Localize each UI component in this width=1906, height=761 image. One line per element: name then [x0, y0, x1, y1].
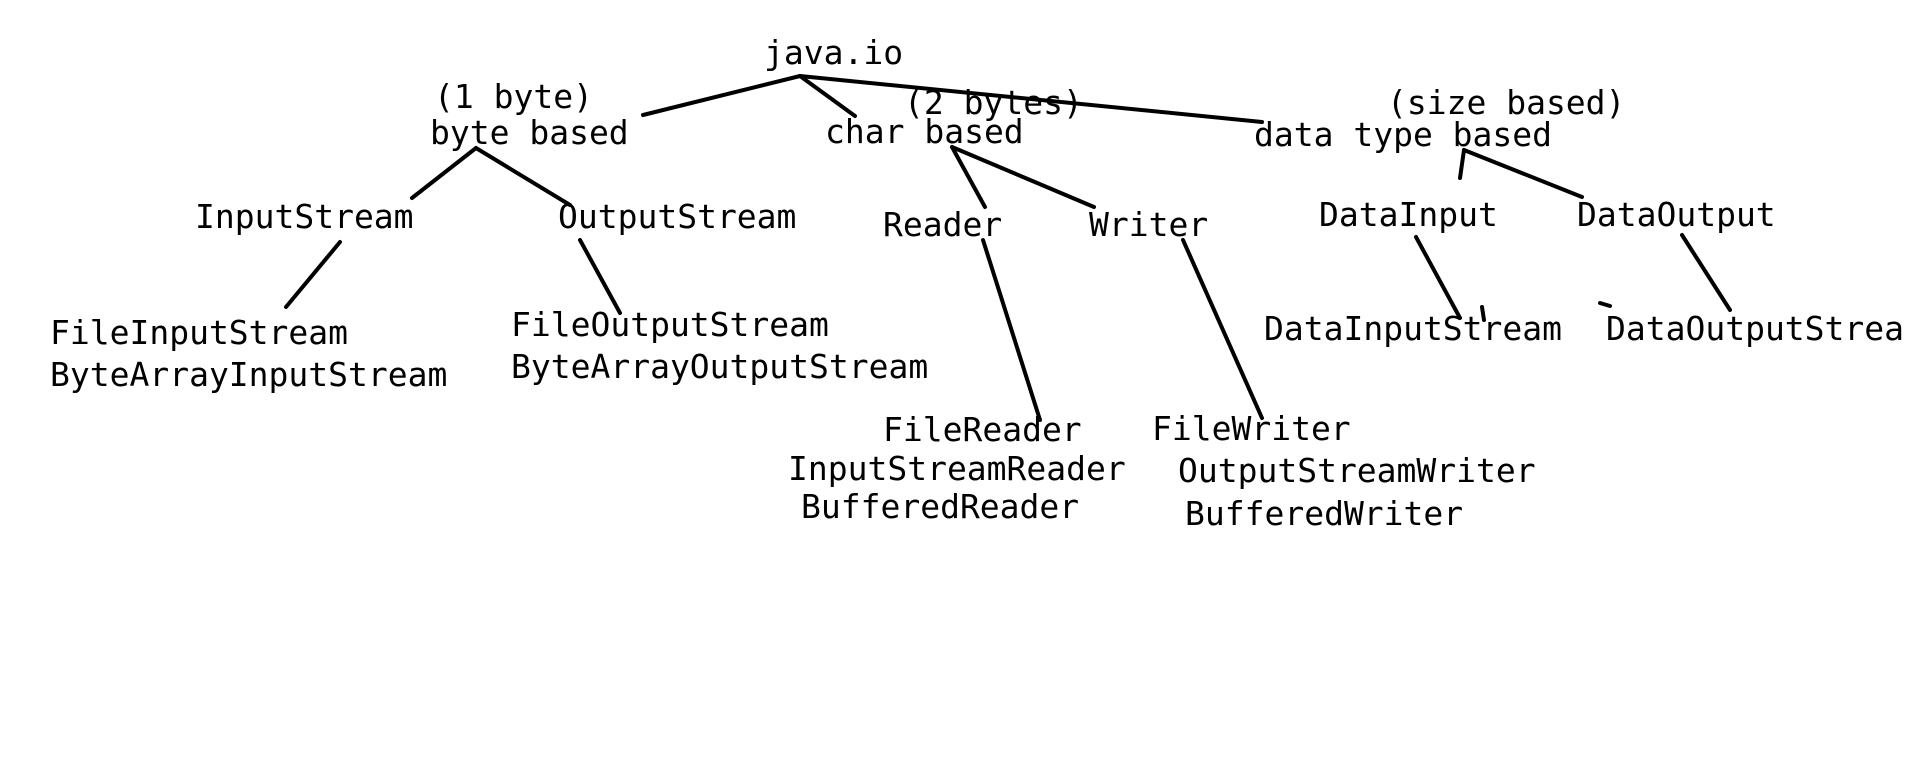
- class-bytearrayinputstream: ByteArrayInputStream: [50, 355, 448, 394]
- class-dataoutputstream: DataOutputStrea: [1606, 309, 1905, 348]
- byte-based-note: (1 byte): [434, 77, 593, 116]
- edge-char-writer: [950, 145, 1096, 209]
- edge-inputstream-classes: [284, 240, 342, 309]
- stray-mark-2: [1598, 301, 1612, 308]
- class-inputstreamreader: InputStreamReader: [788, 449, 1126, 488]
- edge-char-reader: [950, 145, 987, 209]
- class-fileinputstream: FileInputStream: [50, 313, 349, 352]
- dataoutput-label: DataOutput: [1577, 195, 1776, 234]
- class-outputstreamwriter: OutputStreamWriter: [1178, 451, 1536, 490]
- edge-root-data: [798, 74, 1264, 124]
- char-based-label: char based: [825, 112, 1024, 151]
- class-filereader: FileReader: [883, 410, 1082, 449]
- char-based-note: (2 bytes): [904, 83, 1083, 122]
- edge-writer-classes: [1181, 238, 1264, 420]
- datainput-label: DataInput: [1319, 195, 1498, 234]
- data-type-based-label: data type based: [1254, 115, 1553, 154]
- edge-dataoutput-class: [1680, 233, 1732, 312]
- class-filewriter: FileWriter: [1152, 409, 1351, 448]
- data-type-based-note: (size based): [1387, 83, 1626, 122]
- edge-root-byte: [641, 74, 802, 117]
- byte-based-label: byte based: [430, 113, 629, 152]
- class-bufferedwriter: BufferedWriter: [1185, 494, 1464, 533]
- inputstream-label: InputStream: [195, 197, 414, 236]
- edge-root-char: [798, 74, 857, 118]
- edge-datainput-class: [1414, 235, 1462, 320]
- edge-byte-inputstream: [410, 146, 478, 200]
- class-bufferedreader: BufferedReader: [801, 487, 1080, 526]
- edge-data-dataoutput: [1462, 148, 1584, 199]
- edge-outputstream-classes: [578, 238, 622, 315]
- edge-reader-classes: [981, 238, 1042, 422]
- stray-mark-1: [1480, 305, 1486, 322]
- writer-label: Writer: [1089, 205, 1209, 244]
- class-fileoutputstream: FileOutputStream: [511, 305, 829, 344]
- edge-byte-outputstream: [474, 146, 572, 207]
- root-package-label: java.io: [764, 33, 904, 72]
- class-bytearrayoutputstream: ByteArrayOutputStream: [511, 347, 929, 386]
- class-datainputstream: DataInputStream: [1264, 309, 1563, 348]
- edge-data-datainput: [1458, 148, 1466, 180]
- reader-label: Reader: [883, 205, 1003, 244]
- outputstream-label: OutputStream: [558, 197, 797, 236]
